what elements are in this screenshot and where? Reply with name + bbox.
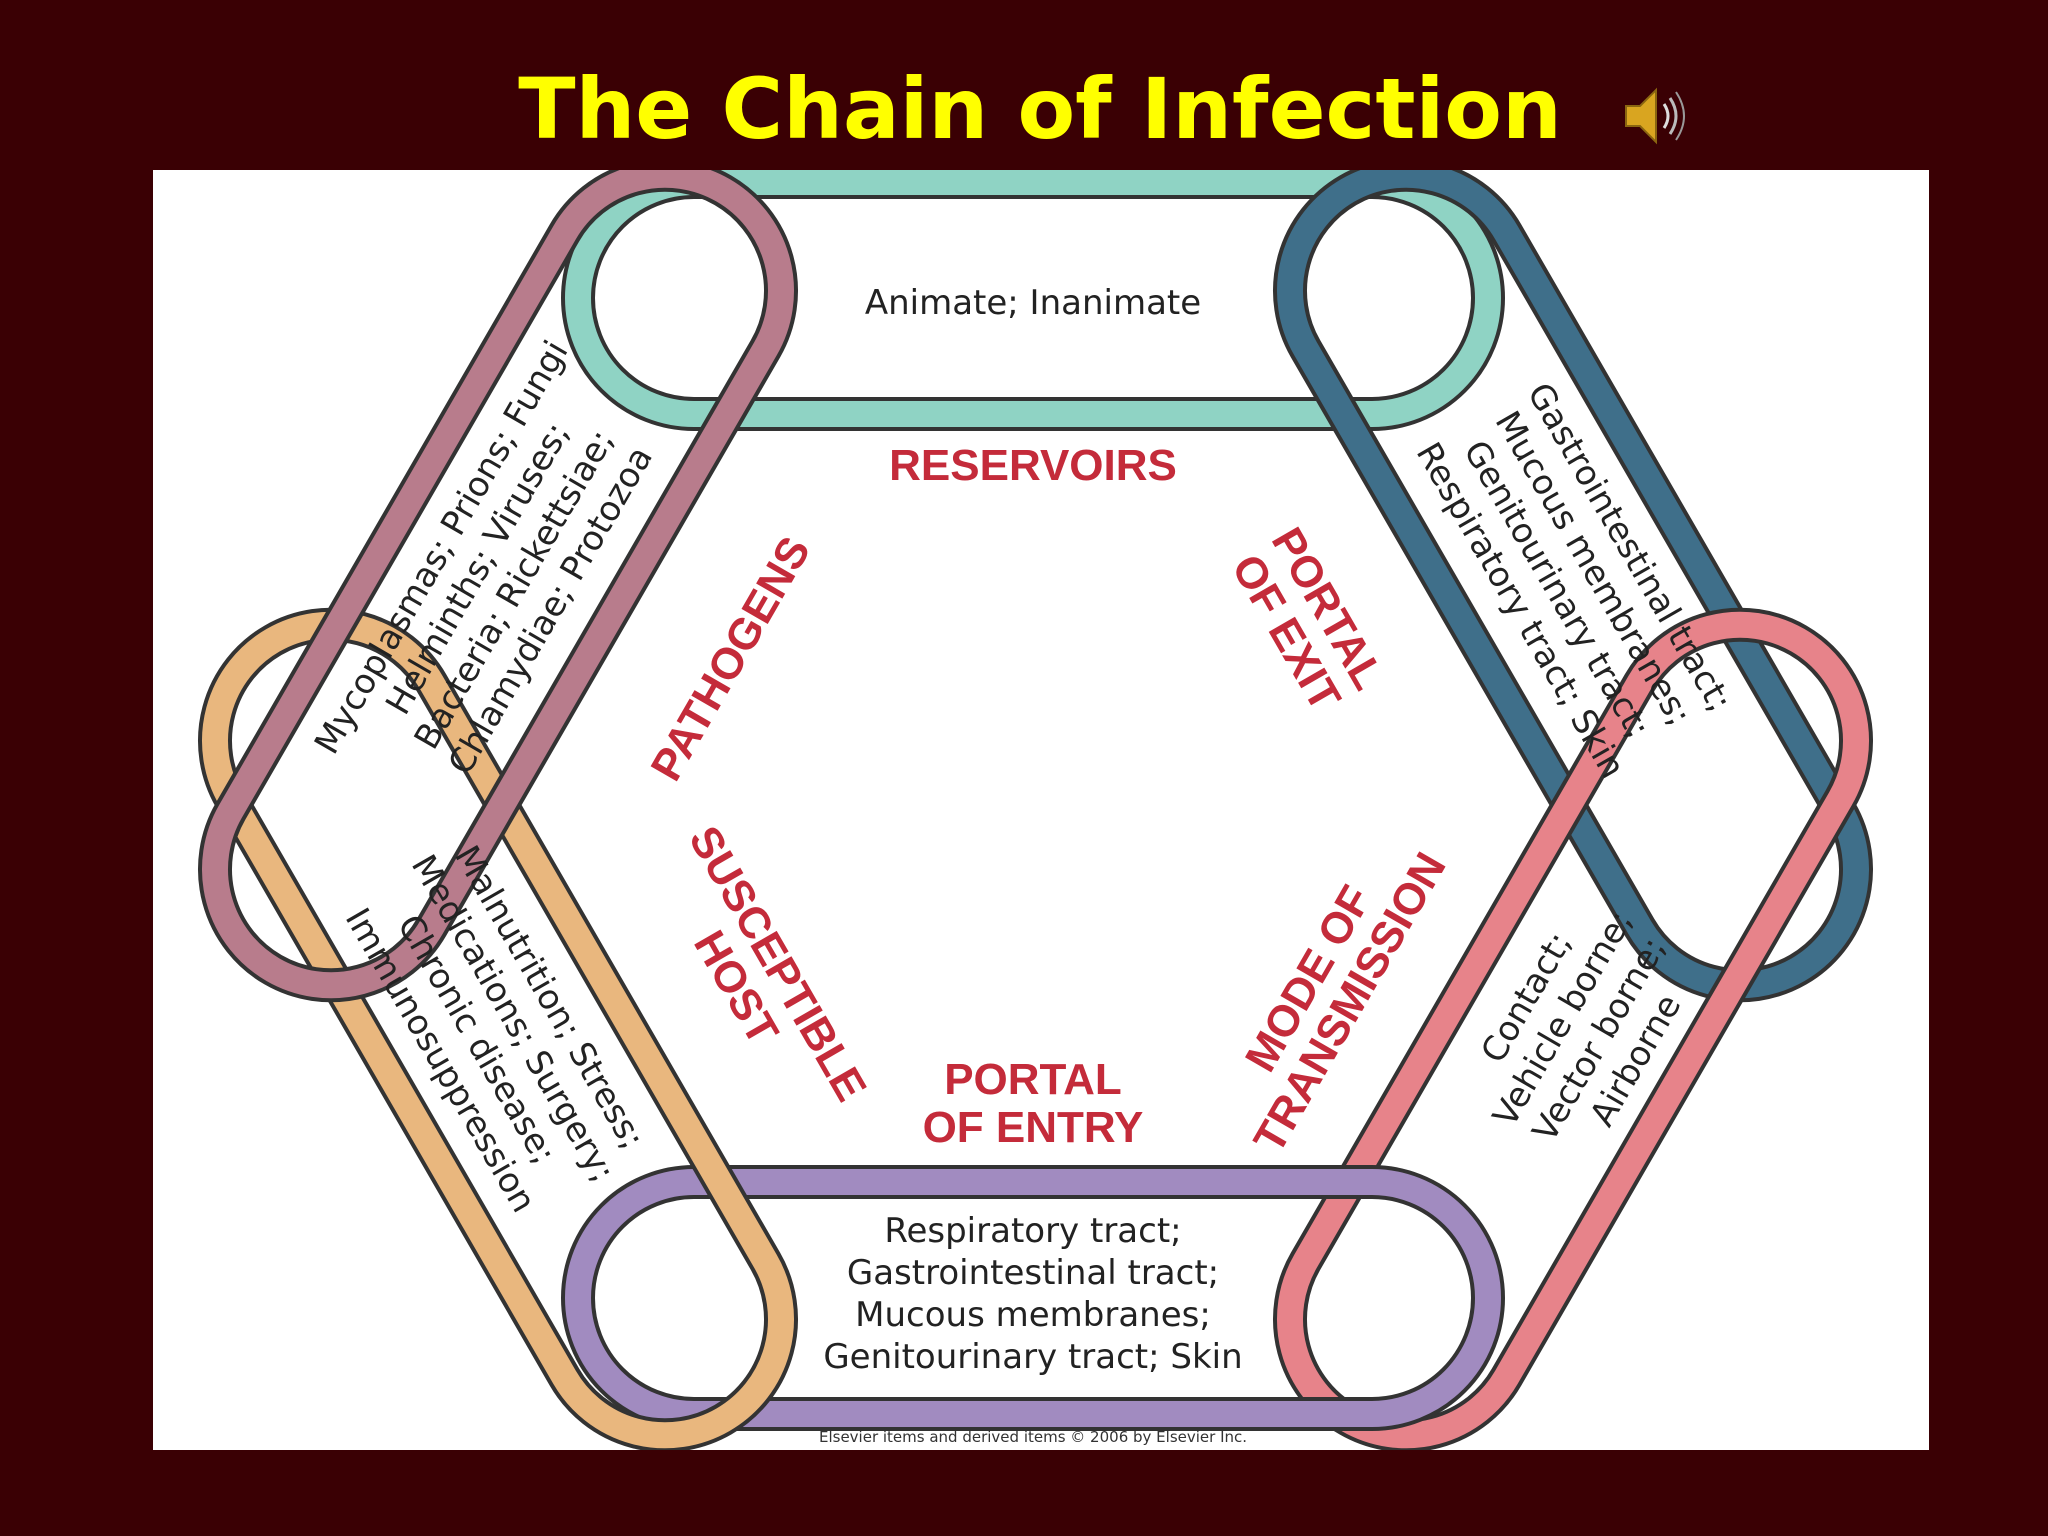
slide-title: The Chain of Infection <box>518 60 1562 158</box>
svg-text:Genitourinary tract; Skin: Genitourinary tract; Skin <box>823 1337 1242 1377</box>
speaker-sound-icon[interactable] <box>1620 80 1692 152</box>
label-reservoirs: RESERVOIRS <box>889 441 1177 490</box>
label-portal-of-entry: PORTAL OF ENTRY <box>923 1055 1144 1152</box>
label-portal-of-exit: PORTAL OF EXIT <box>1222 520 1393 720</box>
label-mode-of-transmission: MODE OF TRANSMISSION <box>1236 844 1456 1161</box>
link-reservoirs <box>561 170 1505 431</box>
chain-diagram-panel: Animate; Inanimate Gastrointestinal trac… <box>153 170 1929 1450</box>
link-susceptible-host <box>198 607 798 1450</box>
reservoirs-examples: Animate; Inanimate <box>865 283 1201 323</box>
portal-entry-examples: Respiratory tract; Gastrointestinal trac… <box>823 1211 1242 1377</box>
link-portal-of-exit <box>1273 170 1873 1003</box>
copyright-footer: Elsevier items and derived items © 2006 … <box>819 1428 1247 1446</box>
svg-text:PORTAL: PORTAL <box>944 1055 1122 1104</box>
link-pathogens <box>198 170 798 1003</box>
label-pathogens: PATHOGENS <box>642 529 821 789</box>
svg-text:OF ENTRY: OF ENTRY <box>923 1103 1144 1152</box>
link-portal-of-entry <box>561 1165 1505 1431</box>
svg-text:PATHOGENS: PATHOGENS <box>642 529 821 789</box>
svg-text:Respiratory tract;: Respiratory tract; <box>884 1211 1181 1251</box>
svg-text:Mucous membranes;: Mucous membranes; <box>855 1295 1211 1335</box>
chain-diagram: Animate; Inanimate Gastrointestinal trac… <box>198 170 1873 1450</box>
svg-text:Gastrointestinal tract;: Gastrointestinal tract; <box>847 1253 1219 1293</box>
